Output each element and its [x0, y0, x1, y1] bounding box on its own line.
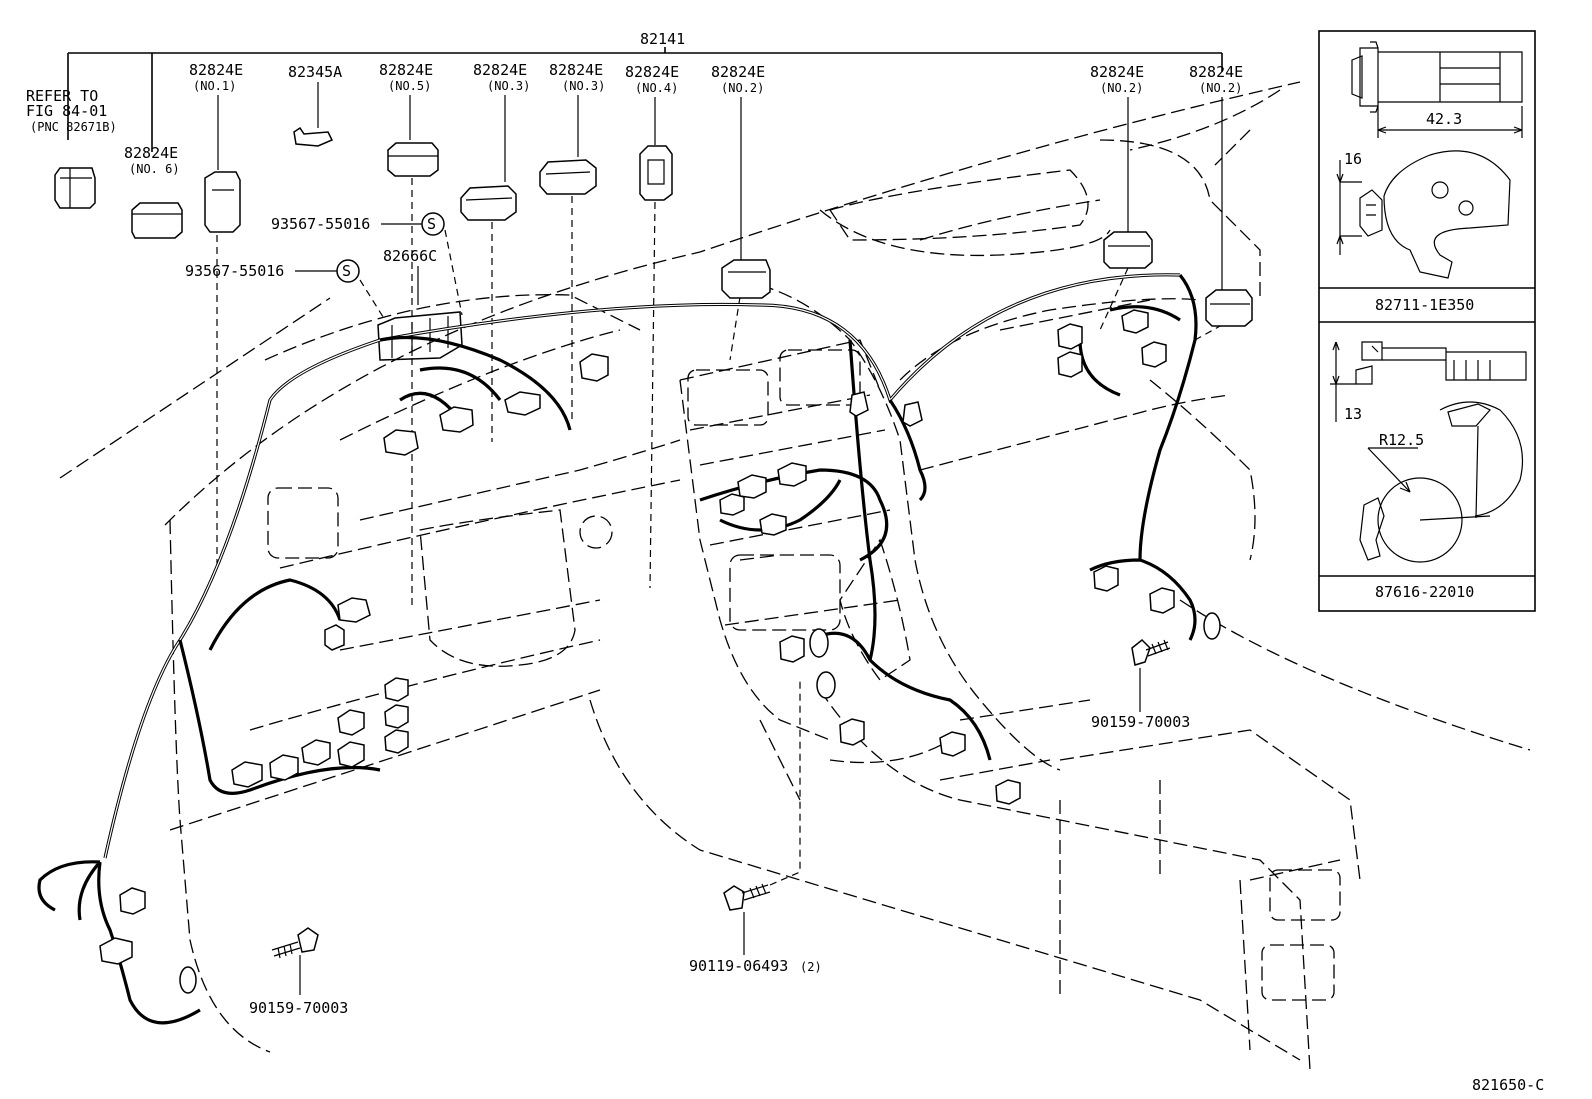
connector-no5-icon	[387, 142, 439, 177]
connector-code: 82824E	[379, 61, 433, 79]
bolt-qty: (2)	[800, 960, 822, 974]
connector-sub: (NO.2)	[721, 81, 764, 95]
dashboard-outline	[59, 81, 1531, 1071]
connector-sub: (NO. 6)	[129, 162, 180, 176]
connector-code: 82824E	[625, 63, 679, 81]
relay-block-code: 82666C	[383, 247, 437, 265]
connector-sub: (NO.5)	[388, 79, 431, 93]
extra-leaders	[1129, 89, 1281, 166]
refer-line-1: REFER TO	[26, 87, 98, 105]
bolt-code: 90119-06493	[689, 957, 788, 975]
label-refer-to-fig: REFER TO FIG 84-01 (PNC 82671B)	[26, 87, 117, 134]
clamp-detail-drawing	[1330, 341, 1527, 563]
connector-no6-icon	[131, 202, 183, 239]
label-connector-no5: 82824E (NO.5)	[379, 61, 433, 93]
bolt-code: 90159-70003	[1091, 713, 1190, 731]
clip-dim-length: 42.3	[1426, 110, 1462, 128]
label-connector-no3a: 82824E (NO.3)	[473, 61, 530, 93]
clip-dim-height: 16	[1344, 150, 1362, 168]
clip-code: 93567-55016	[271, 215, 370, 233]
dashboard-panels	[267, 169, 1341, 1001]
clip-detail-drawing	[1336, 41, 1523, 279]
connector-no3b-icon	[539, 159, 597, 195]
clip-label-lower: 93567-55016 S	[185, 259, 360, 283]
harness-connectors	[99, 309, 1175, 965]
connector-sub: (NO.2)	[1199, 81, 1242, 95]
bolt-right: 90159-70003	[1091, 638, 1190, 731]
refer-line-2: FIG 84-01	[26, 102, 107, 120]
label-connector-no2a: 82824E (NO.2)	[711, 63, 765, 95]
drawing-code: 821650-C	[1472, 1076, 1544, 1094]
connector-sub: (NO.2)	[1100, 81, 1143, 95]
label-connector-no3b: 82824E (NO.3)	[549, 61, 605, 93]
clamp-dim-height: 13	[1344, 405, 1362, 423]
label-connector-no4: 82824E (NO.4)	[625, 63, 679, 95]
bolt-icon	[297, 927, 319, 953]
connector-code: 82824E	[711, 63, 765, 81]
bolt-left: 90159-70003	[249, 927, 348, 1017]
bolt-center: 90119-06493 (2)	[689, 680, 822, 975]
label-connector-no6: 82824E (NO. 6)	[124, 144, 180, 176]
main-part-leader: 82141	[67, 30, 1223, 152]
label-connector-no1: 82824E (NO.1)	[189, 61, 243, 93]
connector-no3a-icon	[460, 185, 517, 221]
connector-code: 82824E	[124, 144, 178, 162]
connector-code: 82824E	[549, 61, 603, 79]
connector-code: 82824E	[473, 61, 527, 79]
clip-mark: S	[427, 215, 436, 233]
clamp-part-number: 87616-22010	[1375, 583, 1474, 601]
detail-panel: 42.3 16 82711-1E350 13 R12.5 87616-22010	[1318, 30, 1536, 612]
connector-no4-icon	[639, 145, 673, 201]
clip-label-upper: 93567-55016 S	[271, 212, 445, 236]
clamp-dim-radius: R12.5	[1379, 431, 1424, 449]
connector-sub: (NO.1)	[193, 79, 236, 93]
connector-sub: (NO.3)	[562, 79, 605, 93]
bolt-icon	[1131, 638, 1151, 666]
fuse-code: 82345A	[288, 63, 342, 81]
grommets	[179, 612, 1221, 994]
connector-drop-lines	[216, 178, 1223, 605]
connector-sub: (NO.4)	[635, 81, 678, 95]
connector-code: 82824E	[1090, 63, 1144, 81]
label-leaders	[217, 82, 1223, 292]
label-connector-no2c: 82824E (NO.2)	[1189, 63, 1243, 95]
label-fuse-82345a: 82345A	[288, 63, 342, 81]
s-mark-icon	[421, 212, 445, 236]
refer-line-3: (PNC 82671B)	[30, 120, 117, 134]
connector-sub: (NO.3)	[487, 79, 530, 93]
mounted-connectors	[721, 231, 1253, 327]
fuse-icon	[293, 126, 334, 147]
connector-code: 82824E	[189, 61, 243, 79]
bolt-icon	[723, 885, 745, 911]
clip-code: 93567-55016	[185, 262, 284, 280]
harness-wires	[37, 273, 1198, 1025]
connector-code: 82824E	[1189, 63, 1243, 81]
main-part-number: 82141	[640, 30, 685, 48]
connector-no1-icon	[204, 171, 241, 233]
clip-mark: S	[342, 262, 351, 280]
s-mark-icon	[336, 259, 360, 283]
bolt-code: 90159-70003	[249, 999, 348, 1017]
connector-refer-icon	[54, 167, 96, 209]
label-connector-no2b: 82824E (NO.2)	[1090, 63, 1144, 95]
clip-part-number: 82711-1E350	[1375, 296, 1474, 314]
